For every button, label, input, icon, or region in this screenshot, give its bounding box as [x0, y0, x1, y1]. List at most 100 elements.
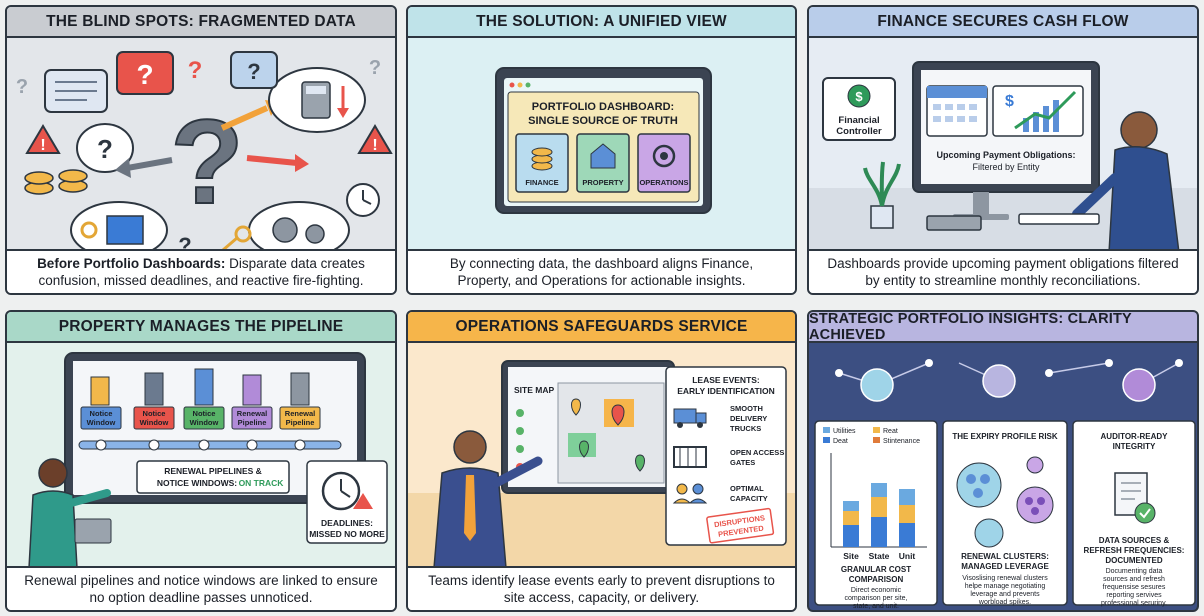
document-bubble-icon: [44, 69, 108, 113]
svg-text:!: !: [40, 137, 45, 154]
stage-renewal-1[interactable]: Renewal Pipeline: [231, 406, 273, 430]
warning-icon: !: [25, 124, 61, 154]
deadline-line1: DEADLINES:: [321, 518, 373, 528]
event-label: CAPACITY: [730, 494, 768, 503]
panel-caption: By connecting data, the dashboard aligns…: [408, 249, 795, 293]
stage-notice-2[interactable]: Notice Window: [133, 406, 175, 430]
operations-illustration: SITE MAP LEASE EVENTS: EARLY IDENTIFICAT…: [408, 343, 795, 566]
card-head: THE EXPIRY PROFILE RISK: [952, 432, 1058, 441]
presenter-icon: [28, 458, 112, 566]
card-title: DATA SOURCES &: [1099, 536, 1170, 545]
stacked-bar-site: [843, 501, 859, 547]
svg-text:?: ?: [136, 59, 153, 90]
finance-illustration: $ Financial Controller: [809, 38, 1197, 249]
bar-label: Site: [843, 551, 859, 561]
panel-property: PROPERTY MANAGES THE PIPELINE Notice: [5, 310, 397, 612]
card-text: professional seruriny.: [1101, 600, 1167, 607]
event-label: SMOOTH: [730, 404, 763, 413]
screen-line2: Filtered by Entity: [972, 162, 1040, 172]
panel-title: THE SOLUTION: A UNIFIED VIEW: [408, 7, 795, 38]
tile-finance[interactable]: FINANCE: [515, 133, 569, 193]
gears-cloud-icon: [248, 201, 350, 249]
clock-icon: [346, 183, 380, 217]
truck-icon: [673, 408, 707, 428]
calendar-icon: [926, 85, 988, 137]
card-text: frequensise sesures: [1103, 584, 1166, 591]
plant-icon: [863, 161, 901, 229]
svg-text:?: ?: [247, 59, 260, 84]
tile-property[interactable]: PROPERTY: [576, 133, 630, 193]
controller-line2: Controller: [836, 126, 882, 137]
screen-line1: Upcoming Payment Obligations:: [936, 150, 1075, 160]
document-check-icon: [1114, 472, 1156, 524]
event-label: GATES: [730, 458, 755, 467]
svg-text:?: ?: [188, 57, 203, 84]
panel-title: FINANCE SECURES CASH FLOW: [809, 7, 1197, 38]
track-status-box: RENEWAL PIPELINES & NOTICE WINDOWS: ON T…: [136, 460, 290, 494]
large-question-mark-icon: ?: [169, 94, 244, 230]
stage-notice-3[interactable]: Notice Window: [183, 406, 225, 430]
people-icon: [672, 483, 708, 504]
question-bubble-icon: ?: [116, 51, 174, 95]
card-title: COMPARISON: [849, 575, 904, 584]
controller-badge: $ Financial Controller: [822, 77, 896, 141]
tile-operations[interactable]: OPERATIONS: [637, 133, 691, 193]
person-icon: [1072, 111, 1180, 249]
card-expiry-risk: THE EXPIRY PROFILE RISK RENEWAL CLUSTERS…: [942, 420, 1068, 606]
panel-unified-view: THE SOLUTION: A UNIFIED VIEW PORTFOLIO D…: [406, 5, 797, 295]
panel-caption: Before Portfolio Dashboards: Disparate d…: [7, 249, 395, 293]
svg-text:!: !: [372, 137, 377, 154]
card-text: leverage and prevents: [970, 591, 1040, 598]
panel-title: PROPERTY MANAGES THE PIPELINE: [7, 312, 395, 343]
card-head: AUDITOR-READY: [1101, 432, 1169, 441]
track-line1: RENEWAL PIPELINES &: [164, 466, 262, 476]
legend-item: Reat: [883, 428, 898, 435]
card-text: helpe manage negotiating: [965, 583, 1046, 590]
panel-title: THE BLIND SPOTS: FRAGMENTED DATA: [7, 7, 395, 38]
question-bubble-blue-icon: ?: [230, 51, 278, 89]
coins-icon: [24, 169, 88, 195]
tablet-icon: [926, 215, 982, 231]
blueprint-cloud-icon: [70, 201, 168, 249]
site-map-label: SITE MAP: [514, 385, 554, 395]
svg-text:$: $: [1005, 93, 1014, 110]
panel-title: OPERATIONS SAFEGUARDS SERVICE: [408, 312, 795, 343]
card-text: reporting servives: [1106, 592, 1162, 599]
panel-caption: Renewal pipelines and notice windows are…: [7, 566, 395, 610]
bar-label: State: [869, 551, 890, 561]
card-title: RENEWAL CLUSTERS:: [961, 552, 1049, 561]
network-nodes: [835, 359, 1183, 402]
insights-illustration: Utilities Reat Deat Stintenance: [809, 343, 1197, 610]
timeline-bar: [78, 439, 342, 451]
dashboard-illustration: PORTFOLIO DASHBOARD: SINGLE SOURCE OF TR…: [408, 38, 795, 249]
card-title: REFRESH FREQUENCIES:: [1084, 546, 1185, 555]
stage-label: Notice: [193, 409, 216, 418]
caption-text: Disparate data creates confusion, missed…: [38, 256, 365, 288]
card-text: sources and refresh: [1103, 576, 1165, 583]
card-cost-comparison: Utilities Reat Deat Stintenance: [814, 420, 938, 610]
card-text: Visoslising renewal clusters: [962, 575, 1048, 582]
card-text: Documenting data: [1106, 568, 1163, 575]
card-auditor-ready: AUDITOR-READY INTEGRITY DATA SOURCES & R…: [1072, 420, 1196, 607]
bar-label: Unit: [899, 551, 916, 561]
deadline-line2: MISSED NO MORE: [309, 529, 385, 539]
card-title: GRANULAR COST: [841, 565, 911, 574]
event-label: OPTIMAL: [730, 484, 764, 493]
event-label: TRUCKS: [730, 424, 761, 433]
card-head: INTEGRITY: [1113, 442, 1156, 451]
svg-text:?: ?: [16, 76, 28, 98]
svg-text:?: ?: [178, 233, 191, 249]
dashboard-title-line2: SINGLE SOURCE OF TRUTH: [528, 115, 678, 127]
keyboard-icon: [1018, 213, 1100, 225]
stage-label: Renewal: [285, 409, 315, 418]
speech-bubble-question-icon: ?: [76, 123, 134, 173]
stage-label: Window: [140, 418, 169, 427]
stage-notice-1[interactable]: Notice Window: [80, 406, 122, 430]
card-title: MANAGED LEVERAGE: [961, 562, 1049, 571]
lease-events-card: LEASE EVENTS: EARLY IDENTIFICATION SMOOT…: [665, 366, 787, 546]
cluster-icon: [956, 456, 1054, 548]
panel-caption: Dashboards provide upcoming payment obli…: [809, 249, 1197, 293]
small-question-icon: ? ? ? ?: [16, 57, 381, 249]
track-line2: NOTICE WINDOWS:: [157, 478, 237, 488]
stage-renewal-2[interactable]: Renewal Pipeline: [279, 406, 321, 430]
